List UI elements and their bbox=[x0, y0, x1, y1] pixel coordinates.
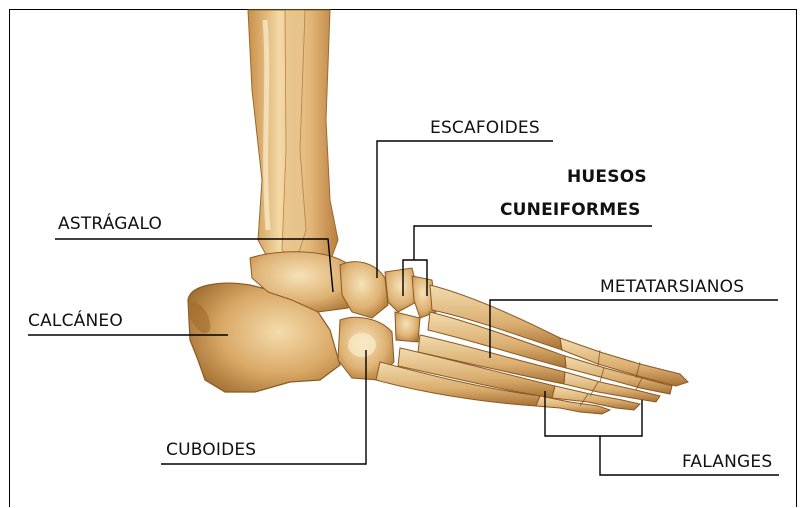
cuboid-highlight bbox=[348, 333, 376, 357]
cuneiformes-leader bbox=[414, 226, 652, 260]
label-cuboides: CUBOIDES bbox=[166, 440, 256, 460]
label-metatarsianos: METATARSIANOS bbox=[600, 277, 744, 297]
label-huesos: HUESOS bbox=[567, 167, 647, 187]
label-astragalo: ASTRÁGALO bbox=[58, 214, 162, 234]
label-calcaneo: CALCÁNEO bbox=[28, 311, 123, 331]
label-escafoides: ESCAFOIDES bbox=[430, 118, 540, 138]
cuneiform-3 bbox=[395, 312, 420, 342]
navicular-bone bbox=[340, 262, 388, 318]
tibia-highlight bbox=[265, 20, 268, 230]
leg-bones bbox=[248, 10, 338, 268]
label-cuneiformes: CUNEIFORMES bbox=[500, 200, 641, 220]
label-falanges: FALANGES bbox=[682, 452, 772, 472]
